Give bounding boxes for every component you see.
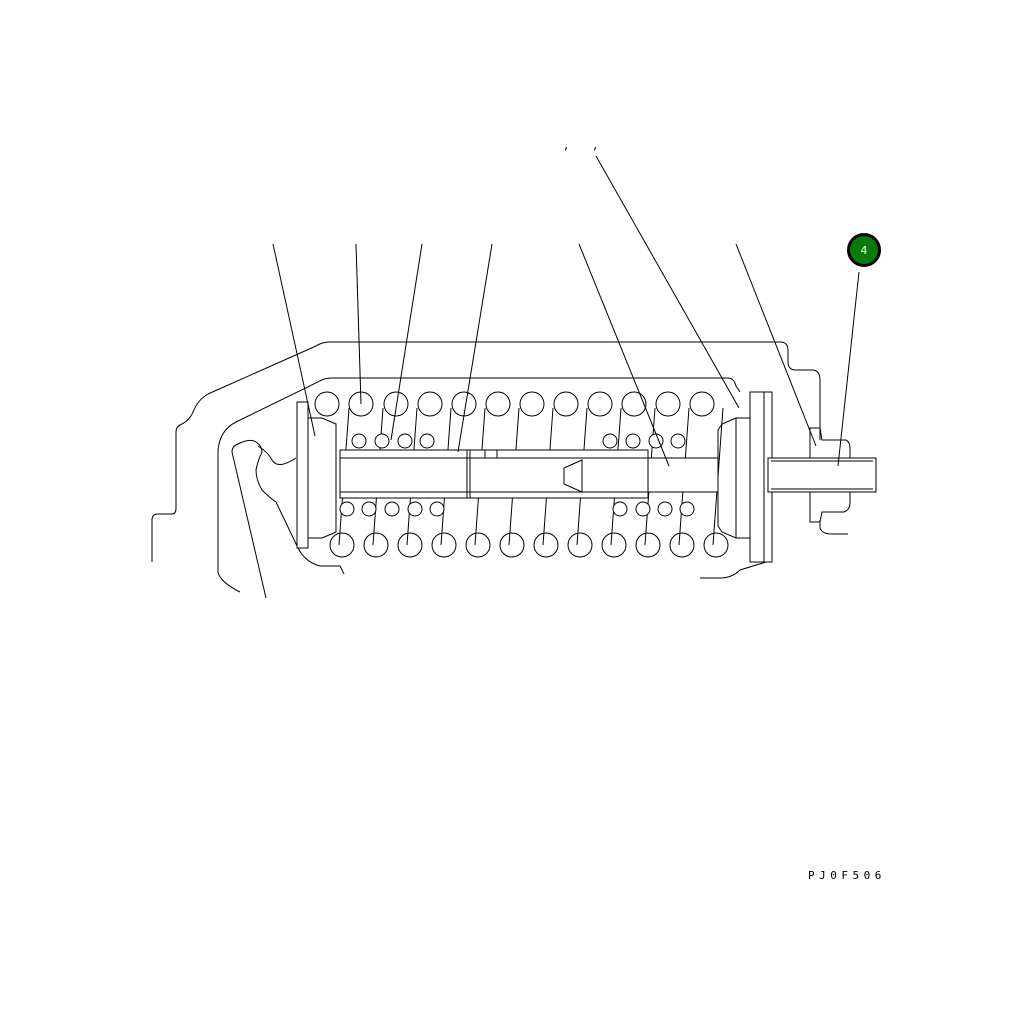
leader-lines [272,155,860,467]
adjusting-screw [767,427,877,523]
callout-badge-4[interactable]: 4 [847,233,881,267]
right-retainer [717,391,773,563]
housing-outline [151,341,821,562]
spool [339,449,719,499]
inner-spring [339,433,695,517]
left-retainer [296,401,337,549]
outer-spring [314,391,729,558]
drawing-code: PJ0F506 [808,869,886,882]
separator-comma-1: , [564,138,569,153]
housing-inner-outline [217,377,741,593]
separator-comma-2: , [593,138,598,153]
callout-number: 4 [860,243,868,257]
